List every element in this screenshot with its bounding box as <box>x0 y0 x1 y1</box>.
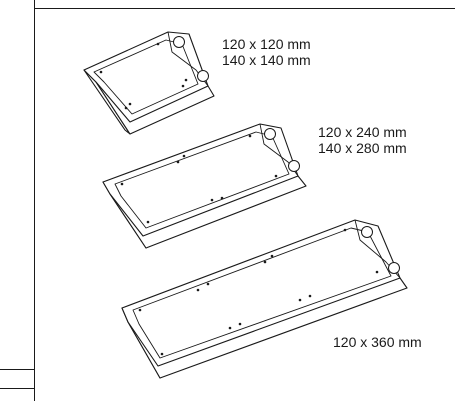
radiator-large-screw <box>238 322 242 326</box>
radiator-medium-screw <box>248 134 252 138</box>
radiator-small-inner-frame <box>93 39 199 115</box>
radiator-large-screw <box>343 228 347 232</box>
radiator-small-screw <box>124 106 128 110</box>
radiator-medium-port-bottom <box>288 160 300 172</box>
radiator-large-screw <box>160 352 164 356</box>
radiator-small-screw <box>181 84 185 88</box>
radiator-large-screw <box>375 270 379 274</box>
radiator-medium-port-top <box>264 128 276 140</box>
radiator-large-screw <box>206 282 210 286</box>
radiator-medium-screw <box>120 182 124 186</box>
radiator-small-screw <box>99 70 103 74</box>
radiator-large-screw <box>263 260 267 264</box>
radiator-medium-screw <box>146 220 150 224</box>
radiator-small-port-bottom <box>197 70 209 82</box>
radiator-large-screw <box>196 288 200 292</box>
radiator-small-screw <box>156 42 160 46</box>
radiator-small <box>83 31 215 135</box>
radiator-medium-screw <box>220 196 224 200</box>
size-label-large: 120 x 360 mm <box>333 334 422 350</box>
radiator-large-inner-frame <box>132 227 392 359</box>
radiator-large-screw <box>138 308 142 312</box>
size-label-medium-line-2: 140 x 280 mm <box>318 140 407 156</box>
radiator-medium-screw <box>210 198 214 202</box>
radiator-large-screw <box>298 298 302 302</box>
radiator-large-screw <box>308 294 312 298</box>
size-label-small-line-1: 120 x 120 mm <box>222 36 311 52</box>
radiator-large-screw <box>228 326 232 330</box>
radiator-medium-screw <box>182 154 186 158</box>
size-label-medium-line-1: 120 x 240 mm <box>318 124 407 140</box>
radiator-large-screw <box>270 254 274 258</box>
radiator-large-port-top <box>361 226 373 238</box>
radiator-small-port-top <box>173 36 185 48</box>
size-label-small: 120 x 120 mm 140 x 140 mm <box>222 36 311 68</box>
size-label-large-line-1: 120 x 360 mm <box>333 334 422 350</box>
radiator-small-screw <box>128 102 132 106</box>
radiator-medium-inner-frame <box>114 131 290 229</box>
radiator-large-port-bottom <box>388 262 400 274</box>
size-label-small-line-2: 140 x 140 mm <box>222 52 311 68</box>
radiator-medium-screw <box>176 160 180 164</box>
radiator-small-screw <box>184 78 188 82</box>
radiator-medium <box>102 123 307 249</box>
radiator-medium-screw <box>274 174 278 178</box>
size-label-medium: 120 x 240 mm 140 x 280 mm <box>318 124 407 156</box>
radiator-large <box>121 219 408 379</box>
radiator-small-top <box>83 31 209 123</box>
